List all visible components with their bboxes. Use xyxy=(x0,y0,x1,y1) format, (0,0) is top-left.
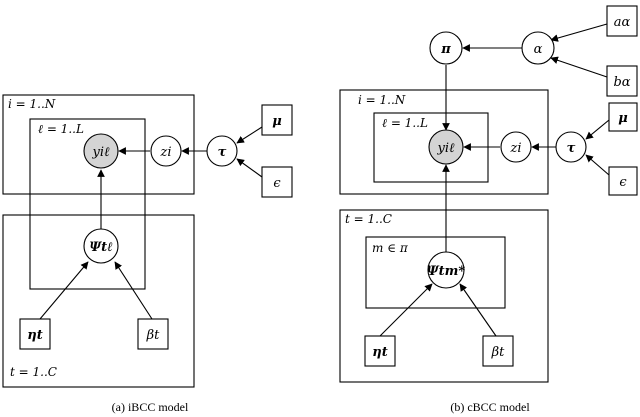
cbcc-node-eta xyxy=(364,335,396,367)
cbcc-plate-l-label: ℓ = 1..L xyxy=(382,116,428,130)
ibcc-edge-eps-tau xyxy=(236,158,263,178)
cbcc-node-eps-label: ϵ xyxy=(619,175,627,190)
cbcc-caption: (b) cBCC model xyxy=(450,400,530,414)
cbcc-node-eta-label: ηt xyxy=(372,345,387,360)
cbcc-node-mu xyxy=(608,102,638,132)
ibcc-node-y xyxy=(83,133,119,169)
ibcc-node-eta-label: ηt xyxy=(27,328,42,343)
cbcc-node-beta xyxy=(482,335,514,367)
ibcc-node-z-label: zi xyxy=(159,145,171,160)
ibcc-node-z xyxy=(150,135,182,167)
ibcc-edge-mu-tau xyxy=(236,126,263,144)
cbcc-node-eps xyxy=(608,166,638,196)
ibcc-node-eps-label: ϵ xyxy=(273,176,281,191)
ibcc-plate-t-label: t = 1..C xyxy=(10,365,57,379)
cbcc-edge-balpha-alpha xyxy=(550,56,608,78)
cbcc-node-z xyxy=(500,131,532,163)
cbcc-plate-m xyxy=(365,236,506,309)
ibcc-caption: (a) iBCC model xyxy=(112,400,189,414)
ibcc-model: i = 1..N ℓ = 1..L t = 1..C yiℓ zi τ μ ϵ … xyxy=(2,94,293,414)
cbcc-node-pi xyxy=(429,31,463,65)
ibcc-node-y-label: yiℓ xyxy=(92,145,111,160)
ibcc-plate-i-label: i = 1..N xyxy=(8,97,56,111)
cbcc-node-tau-label: τ xyxy=(567,141,576,156)
cbcc-plate-i-label: i = 1..N xyxy=(358,93,406,107)
cbcc-node-alpha-label: α xyxy=(534,42,543,57)
ibcc-node-tau xyxy=(206,135,238,167)
cbcc-node-alpha xyxy=(521,31,555,65)
cbcc-plate-m-label: m ∈ π xyxy=(372,241,409,255)
cbcc-node-b-alpha xyxy=(606,65,638,97)
ibcc-node-tau-label: τ xyxy=(218,145,227,160)
ibcc-plate-l-label: ℓ = 1..L xyxy=(38,122,84,136)
cbcc-plate-t-label: t = 1..C xyxy=(345,212,392,226)
ibcc-node-psi xyxy=(83,228,119,264)
cbcc-node-a-alpha xyxy=(606,5,638,37)
ibcc-plate-i xyxy=(2,94,195,195)
cbcc-edge-beta-psi xyxy=(459,283,497,337)
cbcc-node-psi-label: Ψtm* xyxy=(427,264,466,279)
cbcc-node-z-label: zi xyxy=(509,141,521,156)
cbcc-node-a-alpha-label: aα xyxy=(614,15,631,30)
cbcc-plate-t xyxy=(339,209,549,383)
ibcc-node-eps xyxy=(261,166,293,198)
cbcc-node-b-alpha-label: bα xyxy=(613,75,630,90)
cbcc-node-y-label: yiℓ xyxy=(437,141,456,156)
cbcc-node-mu-label: μ xyxy=(618,111,628,126)
cbcc-node-tau xyxy=(555,131,587,163)
ibcc-node-psi-label: Ψtℓ xyxy=(89,240,112,255)
ibcc-node-eta xyxy=(19,318,51,350)
cbcc-edge-mu-tau xyxy=(585,119,610,140)
cbcc-edge-aalpha-alpha xyxy=(550,23,608,42)
cbcc-node-y xyxy=(428,129,464,165)
cbcc-node-beta-label: βt xyxy=(491,345,506,360)
ibcc-edge-eta-psi xyxy=(39,261,89,320)
ibcc-plate-l xyxy=(29,118,146,290)
cbcc-model: i = 1..N ℓ = 1..L t = 1..C m ∈ π π α aα … xyxy=(339,5,638,414)
cbcc-node-psi xyxy=(427,251,465,289)
ibcc-node-mu-label: μ xyxy=(272,114,282,129)
ibcc-node-mu xyxy=(261,104,293,136)
ibcc-node-beta xyxy=(137,318,169,350)
ibcc-node-beta-label: βt xyxy=(146,328,161,343)
cbcc-edge-eta-psi xyxy=(379,283,433,337)
cbcc-edge-eps-tau xyxy=(585,154,610,176)
cbcc-node-pi-label: π xyxy=(440,42,451,57)
ibcc-plate-t xyxy=(2,214,195,388)
ibcc-edge-beta-psi xyxy=(114,261,153,320)
cbcc-plate-i xyxy=(339,89,549,195)
